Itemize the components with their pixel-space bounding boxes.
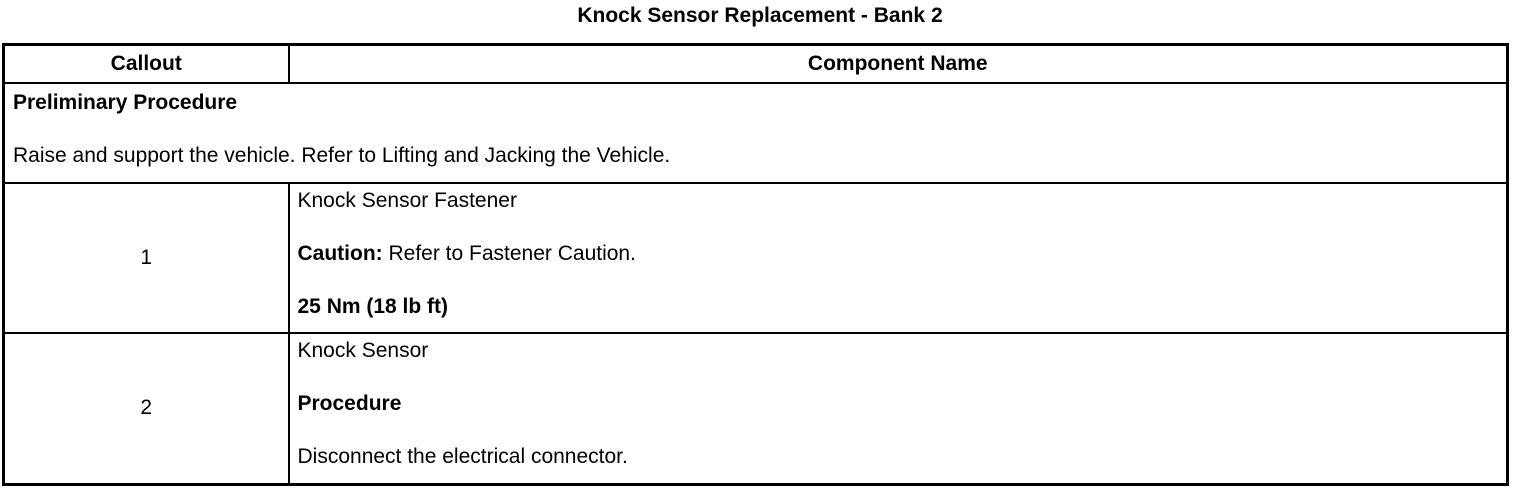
procedure-text: Disconnect the electrical connector. bbox=[297, 444, 628, 468]
preliminary-procedure-heading: Preliminary Procedure bbox=[13, 90, 238, 114]
preliminary-procedure-row: Preliminary Procedure Raise and support … bbox=[2, 81, 1509, 184]
component-name-text: Knock Sensor bbox=[297, 338, 429, 362]
component-cell: Knock Sensor Fastener Caution: Refer to … bbox=[287, 181, 1509, 334]
component-table: Callout Component Name Preliminary Proce… bbox=[2, 43, 1509, 486]
caution-label: Caution: bbox=[297, 241, 383, 265]
preliminary-procedure-cell: Preliminary Procedure Raise and support … bbox=[2, 81, 1509, 184]
procedure-heading: Procedure bbox=[297, 391, 402, 415]
table-row: 2 Knock Sensor Procedure Disconnect the … bbox=[2, 331, 1509, 486]
component-name-text: Knock Sensor Fastener bbox=[297, 188, 517, 212]
callout-number: 2 bbox=[2, 331, 290, 486]
component-cell: Knock Sensor Procedure Disconnect the el… bbox=[287, 331, 1509, 486]
column-header-callout: Callout bbox=[2, 43, 290, 84]
torque-spec: 25 Nm (18 lb ft) bbox=[297, 294, 449, 318]
preliminary-procedure-text: Raise and support the vehicle. Refer to … bbox=[13, 143, 671, 167]
table-row: 1 Knock Sensor Fastener Caution: Refer t… bbox=[2, 181, 1509, 334]
table-header-row: Callout Component Name bbox=[2, 43, 1509, 84]
column-header-component-name: Component Name bbox=[287, 43, 1509, 84]
caution-note: Caution: Refer to Fastener Caution. bbox=[298, 242, 1497, 266]
caution-text: Refer to Fastener Caution. bbox=[382, 241, 636, 265]
callout-number: 1 bbox=[2, 181, 290, 334]
page-title: Knock Sensor Replacement - Bank 2 bbox=[577, 4, 943, 27]
